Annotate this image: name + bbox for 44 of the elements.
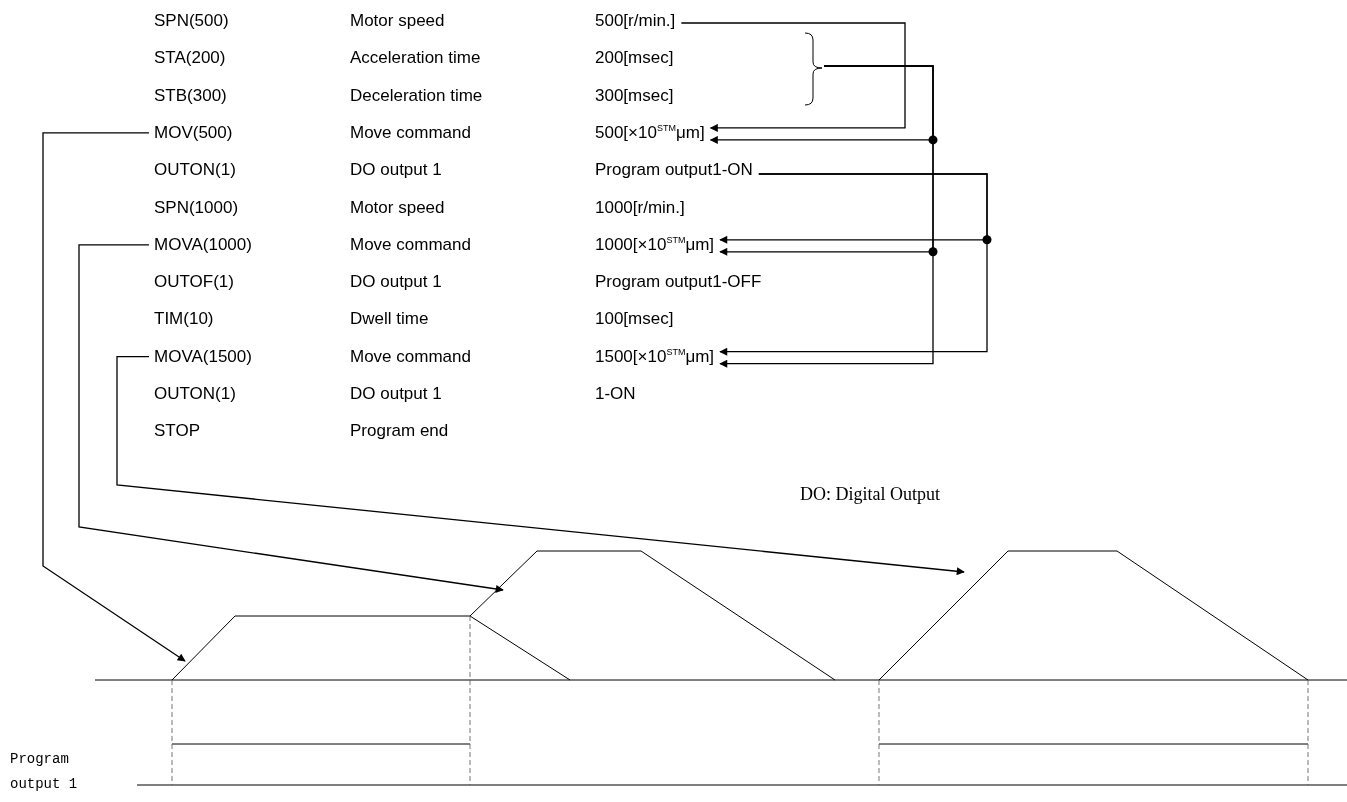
leader-arrow bbox=[42, 132, 186, 662]
command-text: MOVA(1000) bbox=[154, 233, 252, 256]
description-text: Move command bbox=[350, 345, 471, 368]
command-text: MOV(500) bbox=[154, 121, 233, 144]
leader-arrow bbox=[78, 244, 504, 593]
value-text: 200[msec] bbox=[595, 47, 674, 70]
value-text: 1500[×10$^{STM}$μm] bbox=[595, 345, 715, 368]
description-text: Acceleration time bbox=[350, 47, 481, 70]
description-text: Move command bbox=[350, 121, 471, 144]
command-text: OUTON(1) bbox=[154, 159, 236, 182]
value-text: 1000[×10$^{STM}$μm] bbox=[595, 233, 715, 256]
curly-bracket bbox=[804, 32, 823, 106]
value-text: 500[r/min.] bbox=[595, 10, 676, 32]
description-text: Move command bbox=[350, 233, 471, 256]
command-text: OUTON(1) bbox=[154, 383, 236, 405]
command-text: STA(200) bbox=[154, 47, 226, 70]
command-text: TIM(10) bbox=[154, 308, 214, 331]
leader-arrow bbox=[116, 356, 965, 576]
value-text: 300[msec] bbox=[595, 84, 674, 107]
value-text: 100[msec] bbox=[595, 308, 674, 331]
description-text: DO output 1 bbox=[350, 383, 442, 405]
description-text: Dwell time bbox=[350, 308, 429, 331]
description-text: Deceleration time bbox=[350, 84, 483, 107]
command-text: MOVA(1500) bbox=[154, 345, 252, 368]
value-text: 500[×10$^{STM}$μm] bbox=[595, 121, 705, 144]
description-text: DO output 1 bbox=[350, 271, 442, 294]
description-text: Motor speed bbox=[350, 10, 445, 32]
command-text: OUTOF(1) bbox=[154, 271, 234, 294]
command-text: STOP bbox=[154, 420, 200, 443]
arrow bbox=[719, 65, 934, 368]
signal-label: Program output 1 bbox=[10, 750, 79, 794]
value-text: 1-ON bbox=[595, 383, 636, 405]
command-text: SPN(1000) bbox=[154, 196, 239, 219]
description-text: DO output 1 bbox=[350, 159, 442, 182]
description-text: Motor speed bbox=[350, 196, 445, 219]
value-text: Program output1-OFF bbox=[595, 271, 762, 294]
arrow bbox=[719, 173, 988, 356]
value-text: 1000[r/min.] bbox=[595, 196, 685, 219]
command-text: STB(300) bbox=[154, 84, 227, 107]
footnote-text: DO: Digital Output bbox=[800, 483, 940, 505]
value-text: Program output1-ON bbox=[595, 159, 753, 182]
arrow bbox=[680, 22, 906, 132]
command-text: SPN(500) bbox=[154, 10, 229, 32]
description-text: Program end bbox=[350, 420, 449, 443]
